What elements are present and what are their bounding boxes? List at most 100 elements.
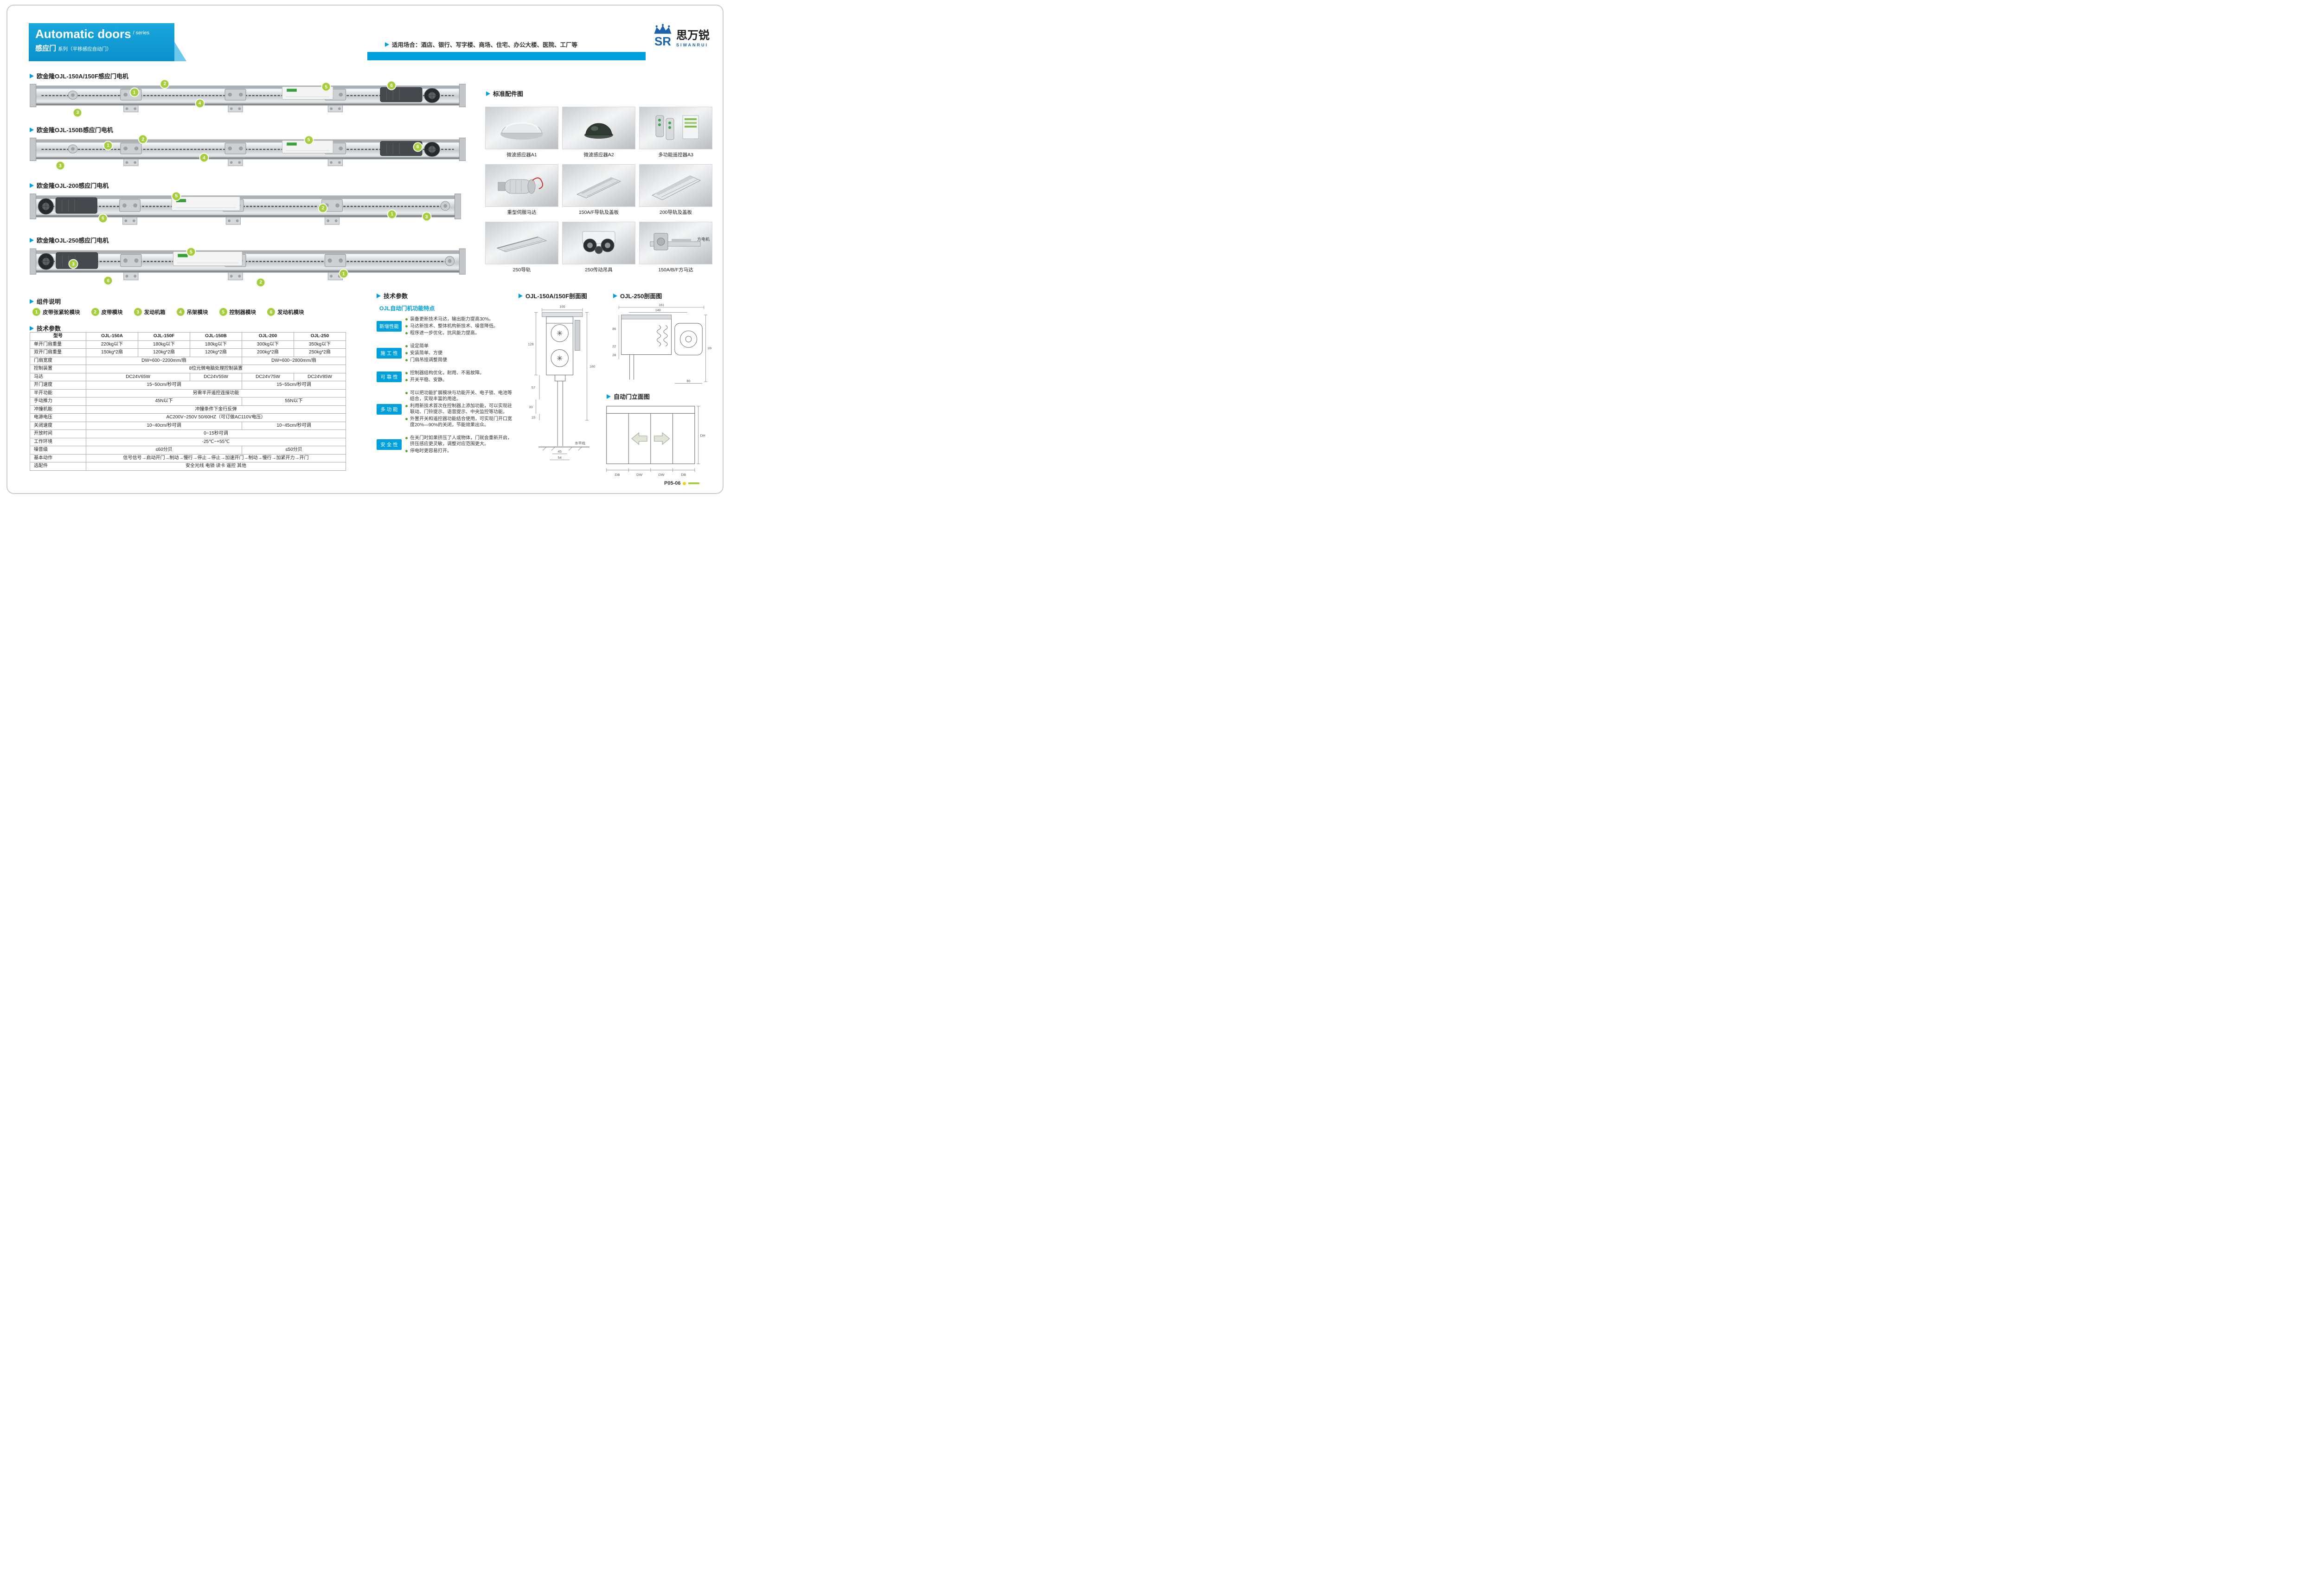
spec-row-label: 电源电压	[30, 413, 86, 422]
callout-1: 1	[340, 269, 348, 278]
accessory-image	[485, 164, 558, 207]
feature-items: 可以把功能扩展模块与功能开关、电子锁、电池等结合，实现丰富的用途。利用新技术首次…	[405, 389, 514, 429]
accessory-caption: 250传动吊具	[585, 267, 613, 273]
spec-cell: 120kg*2扇	[190, 348, 242, 357]
logo-chinese: 思万锐	[676, 29, 710, 42]
accessory-remote-a3: 多功能遥控器A3	[639, 107, 712, 158]
spec-row-label: 关闭速度	[30, 421, 86, 430]
accessories-grid: 微波感应器A1 微波感应器A2	[485, 107, 712, 273]
accessory-sensor-a2: 微波感应器A2	[562, 107, 635, 158]
bullet-icon	[405, 418, 408, 420]
feature-tag: 安 全 性	[377, 439, 402, 450]
usage-text: 适用场合：酒店、银行、写字楼、商场、住宅、办公大楼、医院、工厂等	[392, 42, 578, 48]
spec-cell: AC200V~250V 50/60HZ（可订做AC110V电压）	[86, 413, 346, 422]
svg-text:160: 160	[589, 365, 595, 369]
spec-cell: -25℃~+55℃	[86, 437, 346, 446]
accessory-hanger-250: 250传动吊具	[562, 222, 635, 273]
arrow-icon	[30, 127, 34, 132]
usage-line: 适用场合：酒店、银行、写字楼、商场、住宅、办公大楼、医院、工厂等	[385, 40, 577, 49]
square-motor-icon	[650, 233, 701, 250]
feature-item: 可以把功能扩展模块与功能开关、电子锁、电池等结合，实现丰富的用途。	[405, 390, 514, 402]
callout-1: 1	[388, 210, 396, 218]
feature-tag: 多 功 能	[377, 404, 402, 415]
feature-tag: 施 工 性	[377, 348, 402, 359]
product-title: 欧金隆OJL-150B感应门电机	[37, 127, 113, 134]
feature-text: 利用新技术首次在控制器上添加功能，可以实现驻联动、门铃提示、语音提示、中央监控等…	[410, 404, 512, 415]
spec-cell: DC24V75W	[242, 372, 294, 381]
accessory-caption: 200导轨及盖板	[659, 210, 692, 215]
accessory-rail-200: 200导轨及盖板	[639, 164, 712, 216]
svg-text:160: 160	[707, 346, 711, 350]
spec-cell: DC24V65W	[86, 372, 190, 381]
brand-logo: SR 思万锐 SIWANRUI	[652, 23, 710, 47]
spec-cell: 10~40cm/秒可调	[86, 421, 242, 430]
svg-text:DW: DW	[636, 473, 643, 477]
spec-cell: 150kg*2扇	[86, 348, 138, 357]
callout-5: 5	[305, 136, 313, 144]
spec-cell: 10~45cm/秒可调	[242, 421, 346, 430]
spec-row-label: 选配件	[30, 462, 86, 471]
feature-item: 程序进一步优化，抗风能力提高。	[405, 330, 514, 336]
spec-row-label: 控制装置	[30, 365, 86, 373]
product-title: 欧金隆OJL-250感应门电机	[37, 237, 109, 244]
spec-row-label: 单开门扇重量	[30, 340, 86, 349]
svg-text:28: 28	[612, 353, 616, 357]
spec-cell: 120kg*2扇	[138, 348, 190, 357]
spec-model-header: OJL-150A	[86, 332, 138, 341]
callout-3: 3	[56, 161, 64, 170]
feature-text: 停电时更容易打开。	[410, 449, 452, 454]
callout-4: 4	[196, 99, 204, 108]
callout-3: 3	[423, 212, 431, 221]
remote-control-icon	[655, 115, 699, 140]
spec-cell: 8位元微电脑处理控制装置	[86, 365, 346, 373]
accessory-caption: 微波感应器A1	[506, 152, 537, 158]
accessory-caption: 重型伺服马达	[507, 210, 537, 215]
accessory-caption: 150A/F导轨及盖板	[578, 210, 619, 215]
section250-heading: OJL-250剖面图	[613, 291, 662, 300]
spec-row: 半开功能另需半开遥控连接功能	[30, 389, 346, 397]
features-heading: 技术参数	[377, 291, 408, 300]
feature-text: 控制器结构优化，耐用、不易故障。	[410, 371, 484, 376]
accessory-image	[562, 107, 635, 149]
feature-item: 马达新技术、整体机构新技术、噪音降低。	[405, 323, 514, 329]
components-heading: 组件说明	[30, 297, 61, 306]
spec-cell: 350kg以下	[294, 340, 346, 349]
feature-item: 门扇吊挂调整简便	[405, 357, 514, 363]
accessory-image: 方电机	[639, 222, 712, 264]
bullet-icon	[405, 450, 408, 452]
accessory-image	[562, 222, 635, 264]
spec-cell: DW=600~2800mm/扇	[242, 356, 346, 365]
door-open-right-arrow	[654, 432, 670, 445]
spec-row-label: 马达	[30, 372, 86, 381]
bullet-icon	[405, 345, 408, 347]
feature-text: 设定简单	[410, 344, 429, 349]
bullet-icon	[405, 379, 408, 381]
feature-item: 在关门时如果挤压了人或物体，门就会重新开启，挤压感应更灵敏，调整对应范围更大。	[405, 435, 514, 447]
yellow-dot-icon	[683, 481, 686, 485]
bullet-icon	[405, 405, 408, 407]
spec-cell: 15~55cm/秒可调	[242, 381, 346, 390]
bullet-icon	[405, 392, 408, 394]
product-heading-150af: 欧金隆OJL-150A/150F感应门电机	[30, 71, 128, 80]
features-list: 新增性能装备更新技术马达，输出能力提高30%。马达新技术、整体机构新技术、噪音降…	[377, 315, 514, 460]
accessory-image	[485, 107, 558, 149]
accessory-caption: 多功能遥控器A3	[658, 152, 693, 158]
spec-cell: DC24V55W	[190, 372, 242, 381]
feature-tag: 可 靠 性	[377, 371, 402, 382]
logo-right: 思万锐 SIWANRUI	[676, 29, 710, 48]
feature-item: 控制器结构优化，耐用、不易故障。	[405, 370, 514, 376]
callout-4: 4	[200, 154, 208, 162]
section-drawing-250: 181 140 86 22 28 160 80	[612, 303, 711, 384]
features-subtitle: OJL自动门机功能特点	[379, 305, 435, 312]
accessory-square-motor: 方电机 150A/B/F方马达	[639, 222, 712, 273]
svg-text:140: 140	[655, 308, 661, 312]
feature-text: 装备更新技术马达，输出能力提高30%。	[410, 317, 494, 322]
svg-text:水平线: 水平线	[575, 441, 585, 445]
dome-sensor-icon	[584, 123, 613, 139]
